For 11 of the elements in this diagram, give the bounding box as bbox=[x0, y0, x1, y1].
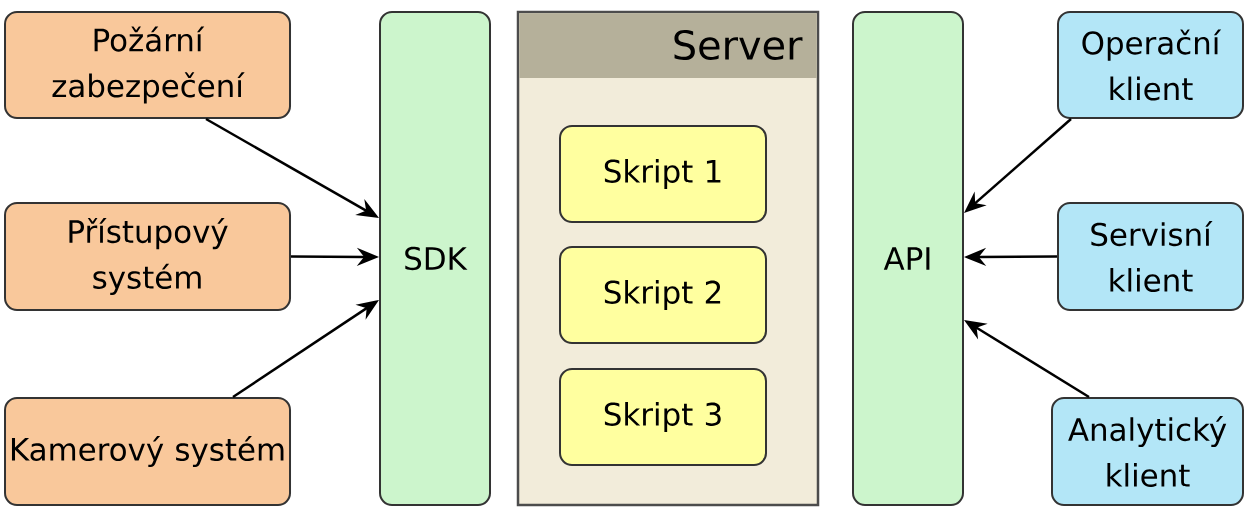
script-box: Skript 2 bbox=[559, 246, 767, 344]
interface-bar: SDK bbox=[379, 11, 491, 506]
source-box: Požární zabezpečení bbox=[4, 11, 291, 119]
interface-bar: API bbox=[852, 11, 964, 506]
client-box: Operační klient bbox=[1057, 11, 1244, 119]
script-box: Skript 1 bbox=[559, 125, 767, 223]
source-box: Kamerový systém bbox=[4, 397, 291, 506]
source-box: Přístupový systém bbox=[4, 202, 291, 311]
script-box: Skript 3 bbox=[559, 368, 767, 466]
client-box: Analytický klient bbox=[1051, 397, 1244, 506]
client-box: Servisní klient bbox=[1057, 202, 1244, 311]
